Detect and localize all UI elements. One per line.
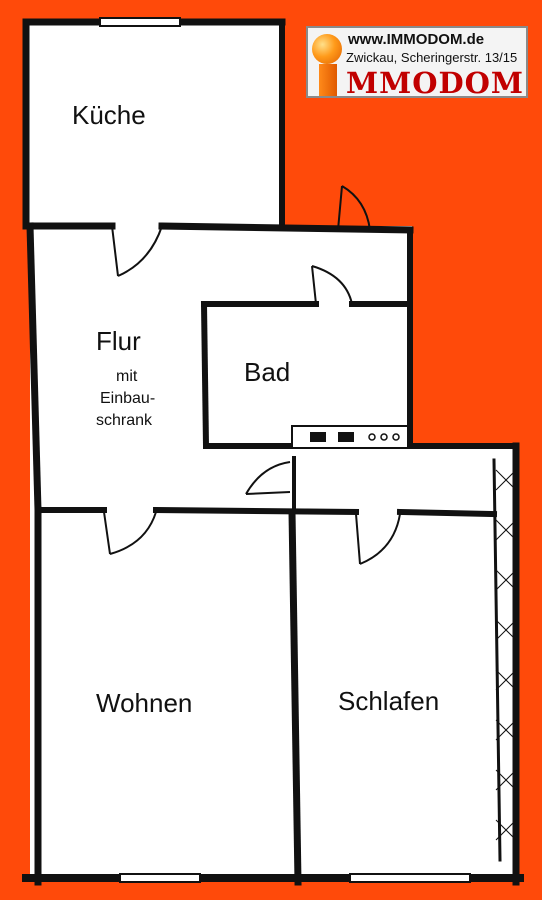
doors <box>103 185 401 565</box>
windows <box>99 17 471 883</box>
room-kueche <box>26 22 282 226</box>
immodom-logo: www.IMMODOM.de Zwickau, Scheringerstr. 1… <box>306 26 528 100</box>
logo-stem-icon <box>319 64 337 96</box>
label-flur-note-1: mit <box>116 368 138 385</box>
label-schlafen: Schlafen <box>338 686 440 716</box>
wall-hatching <box>495 469 517 841</box>
room-schlafen-area <box>290 446 516 882</box>
bath-fixtures <box>291 425 409 449</box>
logo-address: Zwickau, Scheringerstr. 13/15 <box>346 50 518 65</box>
label-bad: Bad <box>244 357 291 387</box>
label-flur-note-3: schrank <box>96 412 153 429</box>
label-flur: Flur <box>96 326 141 356</box>
room-wohnen <box>30 510 294 882</box>
logo-brand: MMODOM <box>346 66 524 100</box>
room-bad <box>204 304 410 446</box>
label-kueche: Küche <box>72 100 146 130</box>
label-flur-note-2: Einbau- <box>100 390 156 407</box>
logo-url: www.IMMODOM.de <box>348 31 485 48</box>
label-wohnen: Wohnen <box>96 688 193 718</box>
logo-ball-icon <box>312 34 342 64</box>
